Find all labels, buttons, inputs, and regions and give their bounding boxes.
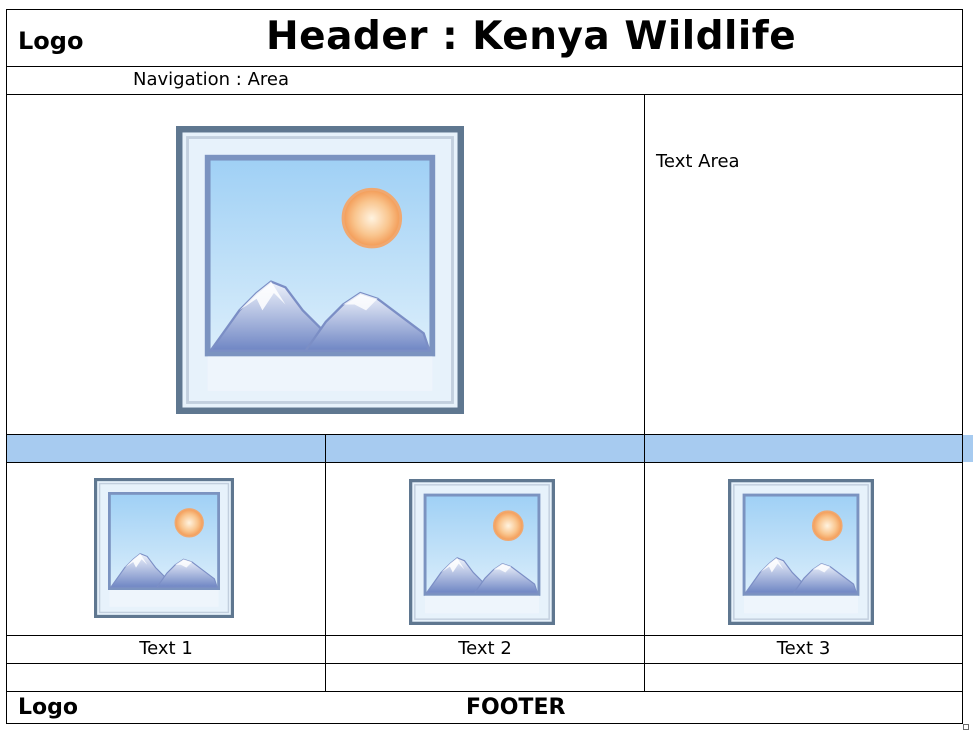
frame-right xyxy=(962,9,963,724)
band-divider xyxy=(6,462,963,463)
footer-logo: Logo xyxy=(18,695,78,720)
header-logo: Logo xyxy=(18,27,84,55)
picture-placeholder-icon xyxy=(176,126,464,414)
caption-text-1: Text 1 xyxy=(139,638,193,659)
frame-top xyxy=(6,9,963,10)
footer-divider xyxy=(6,691,963,692)
blue-band-cell-2 xyxy=(326,435,644,462)
text-area: Text Area xyxy=(656,151,740,172)
main-column-divider xyxy=(644,94,645,692)
blue-band-cell-1 xyxy=(7,435,325,462)
navigation-area[interactable]: Navigation : Area xyxy=(133,69,290,90)
caption-text-2: Text 2 xyxy=(458,638,512,659)
main-divider xyxy=(6,434,963,435)
footer-label: FOOTER xyxy=(466,695,566,720)
thumb-divider xyxy=(6,635,963,636)
frame-left xyxy=(6,9,7,724)
nav-divider xyxy=(6,94,963,95)
picture-placeholder-icon xyxy=(409,479,555,625)
header-divider xyxy=(6,66,963,67)
corner-handle xyxy=(963,724,969,730)
blue-band-overflow xyxy=(963,435,973,462)
blue-band-cell-3 xyxy=(645,435,962,462)
frame-bottom xyxy=(6,723,963,724)
thumb-column-divider xyxy=(325,434,326,692)
picture-placeholder-icon xyxy=(94,478,234,618)
caption-text-3: Text 3 xyxy=(776,638,831,659)
picture-placeholder-icon xyxy=(728,479,874,625)
caption-divider xyxy=(6,663,963,664)
page-title: Header : Kenya Wildlife xyxy=(266,14,797,59)
